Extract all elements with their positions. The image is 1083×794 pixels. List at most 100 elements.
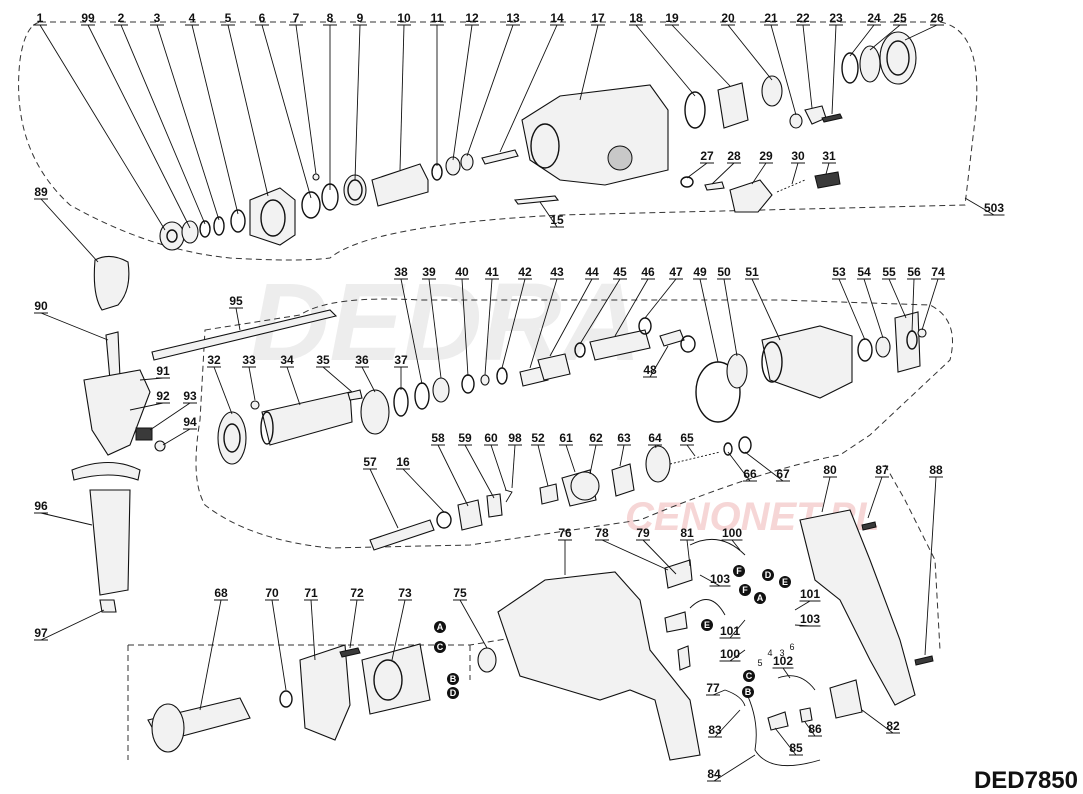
- callout-32: 32: [207, 353, 221, 367]
- callout-51-leader: [751, 278, 781, 341]
- model-code: DED7850: [974, 767, 1078, 794]
- motor-parts: [147, 643, 497, 753]
- part-41: [480, 374, 490, 386]
- gear-assembly-boundary: [195, 298, 953, 549]
- svg-text:E: E: [704, 620, 710, 630]
- callout-51: 51: [745, 265, 759, 279]
- callout-23-top: 23: [829, 11, 843, 25]
- svg-text:C: C: [437, 642, 444, 652]
- part-63-gear: [611, 463, 635, 497]
- part-72-screw: [339, 647, 361, 658]
- callout-86-leader: [804, 721, 816, 737]
- callout-26-top-leader: [904, 24, 938, 41]
- callout-20-top: 20: [721, 11, 735, 25]
- part-4: [230, 209, 246, 233]
- callout-61-leader: [565, 444, 576, 473]
- callout-49: 49: [693, 265, 707, 279]
- callout-44-leader: [549, 278, 593, 357]
- part-11: [431, 163, 443, 181]
- part-57-pinion-shaft: [369, 519, 435, 551]
- callout-14-top-leader: [499, 24, 558, 153]
- callout-103b-leader: [794, 624, 811, 627]
- part-26-spring: [879, 31, 917, 85]
- part-76-motor-housing: [497, 571, 701, 761]
- callout-50: 50: [717, 265, 731, 279]
- part-71-baffle: [299, 644, 351, 741]
- callout-39: 39: [422, 265, 436, 279]
- svg-text:A: A: [437, 622, 444, 632]
- callout-98: 98: [508, 431, 522, 445]
- callout-97-leader: [40, 609, 105, 641]
- callout-22-top: 22: [796, 11, 810, 25]
- svg-text:B: B: [745, 687, 752, 697]
- connector-wire-e1: E: [701, 619, 713, 631]
- callout-36-leader: [361, 366, 376, 393]
- callout-62-leader: [589, 444, 597, 475]
- connector-wire-f2: F: [739, 584, 751, 596]
- callout-72: 72: [350, 586, 364, 600]
- callout-7-top: 7: [293, 11, 300, 25]
- callout-503: 503: [984, 201, 1004, 215]
- callout-33: 33: [242, 353, 256, 367]
- callout-73: 73: [398, 586, 412, 600]
- callout-38-leader: [400, 278, 423, 385]
- callout-47-leader: [644, 278, 677, 319]
- callout-27: 27: [700, 149, 714, 163]
- callout-101a-leader: [794, 600, 811, 611]
- callout-52-leader: [537, 444, 549, 487]
- part-33: [250, 400, 260, 410]
- part-3: [213, 216, 225, 236]
- callout-60: 60: [484, 431, 498, 445]
- callout-80: 80: [823, 463, 837, 477]
- callout-83: 83: [708, 723, 722, 737]
- callout-3-top-leader: [156, 24, 220, 221]
- callout-42-leader: [501, 278, 526, 369]
- part-95-depth-rod: [151, 309, 338, 361]
- callout-35-leader: [322, 366, 353, 393]
- callout-12-top-leader: [452, 24, 473, 161]
- callout-33-leader: [248, 366, 256, 401]
- callout-93-leader: [149, 402, 191, 431]
- callout-65: 65: [680, 431, 694, 445]
- part-45: [574, 342, 586, 358]
- part-29-knob: [729, 179, 773, 213]
- part-18: [684, 91, 706, 129]
- callout-54: 54: [857, 265, 871, 279]
- part-14-pin: [481, 149, 519, 165]
- callout-91-leader: [139, 377, 164, 381]
- part-31-brush: [814, 171, 841, 189]
- callout-11-top: 11: [431, 11, 444, 25]
- callout-66: 66: [743, 467, 757, 481]
- callout-77: 77: [706, 681, 720, 695]
- callout-56: 56: [907, 265, 921, 279]
- connector-wire-e2: E: [779, 576, 791, 588]
- part-50: [726, 353, 748, 389]
- handle-group-boundary: [884, 464, 941, 651]
- part-60-spring-clip: [504, 489, 513, 503]
- callout-25-top: 25: [893, 11, 907, 25]
- part-44-piston: [537, 353, 571, 381]
- connector-stator-d: D: [447, 687, 459, 699]
- callout-56-leader: [911, 278, 915, 333]
- callout-71-leader: [310, 599, 316, 661]
- callout-84: 84: [707, 767, 721, 781]
- callout-31-leader: [825, 162, 830, 175]
- part-54: [875, 336, 891, 358]
- part-27: [680, 176, 694, 188]
- callout-43-leader: [529, 278, 558, 369]
- part-66: [723, 442, 733, 456]
- part-13: [460, 153, 474, 171]
- part-70: [279, 690, 293, 708]
- callout-73-leader: [391, 599, 406, 661]
- callout-103a: 103: [710, 572, 730, 586]
- part-35: [347, 389, 363, 401]
- wire-terminal-4: 4: [767, 648, 772, 658]
- callout-29-leader: [751, 162, 767, 185]
- callout-82: 82: [886, 719, 900, 733]
- callout-14-top: 14: [550, 11, 564, 25]
- callout-40: 40: [455, 265, 469, 279]
- part-52: [539, 483, 559, 505]
- callout-24-top: 24: [867, 11, 881, 25]
- callout-37: 37: [394, 353, 408, 367]
- callout-98-leader: [511, 444, 516, 489]
